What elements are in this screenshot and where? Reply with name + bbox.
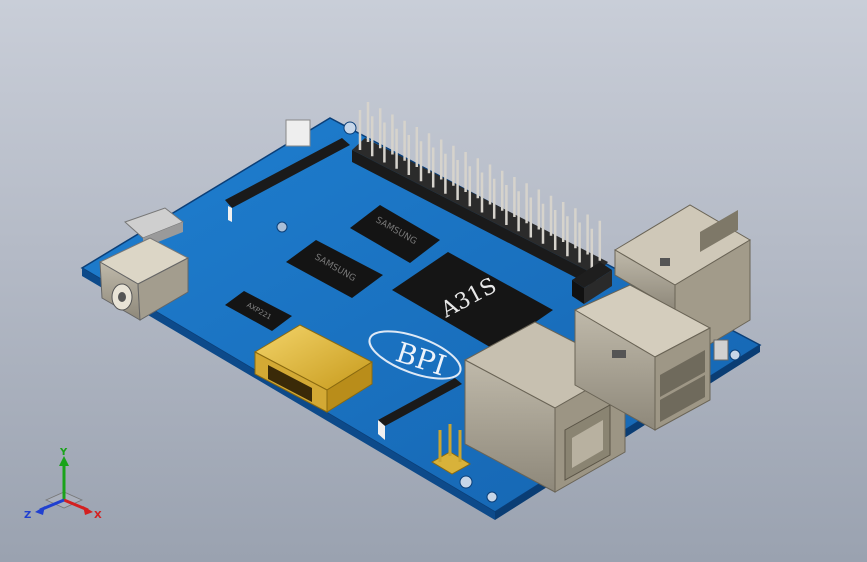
mount-hole [729, 349, 741, 361]
usb-port-lower [573, 284, 712, 431]
display-connector [378, 378, 462, 440]
jumper-header [431, 424, 471, 475]
z-axis-arrow [35, 506, 45, 515]
gpio-header [352, 102, 608, 288]
fpc-connector [225, 119, 350, 222]
x-axis-label: X [94, 510, 102, 521]
y-axis-label: Y [59, 448, 68, 458]
mount-hole [343, 121, 357, 135]
ram-chip-2: SAMSUNG [286, 240, 383, 298]
hdmi-port [253, 324, 374, 413]
side-button [713, 339, 729, 361]
y-axis-arrow [59, 456, 69, 466]
soc-chip: A31S [392, 252, 553, 350]
dc-power-jack [98, 237, 190, 321]
mount-hole [486, 491, 498, 503]
mount-hole [276, 221, 288, 233]
coordinate-triad: Y X Z [24, 448, 102, 521]
pmic-chip: AXP221 [225, 291, 292, 331]
gpio-side-block [572, 262, 612, 304]
mount-hole [459, 475, 473, 489]
z-axis-label: Z [24, 510, 31, 521]
x-axis-arrow [83, 506, 93, 515]
